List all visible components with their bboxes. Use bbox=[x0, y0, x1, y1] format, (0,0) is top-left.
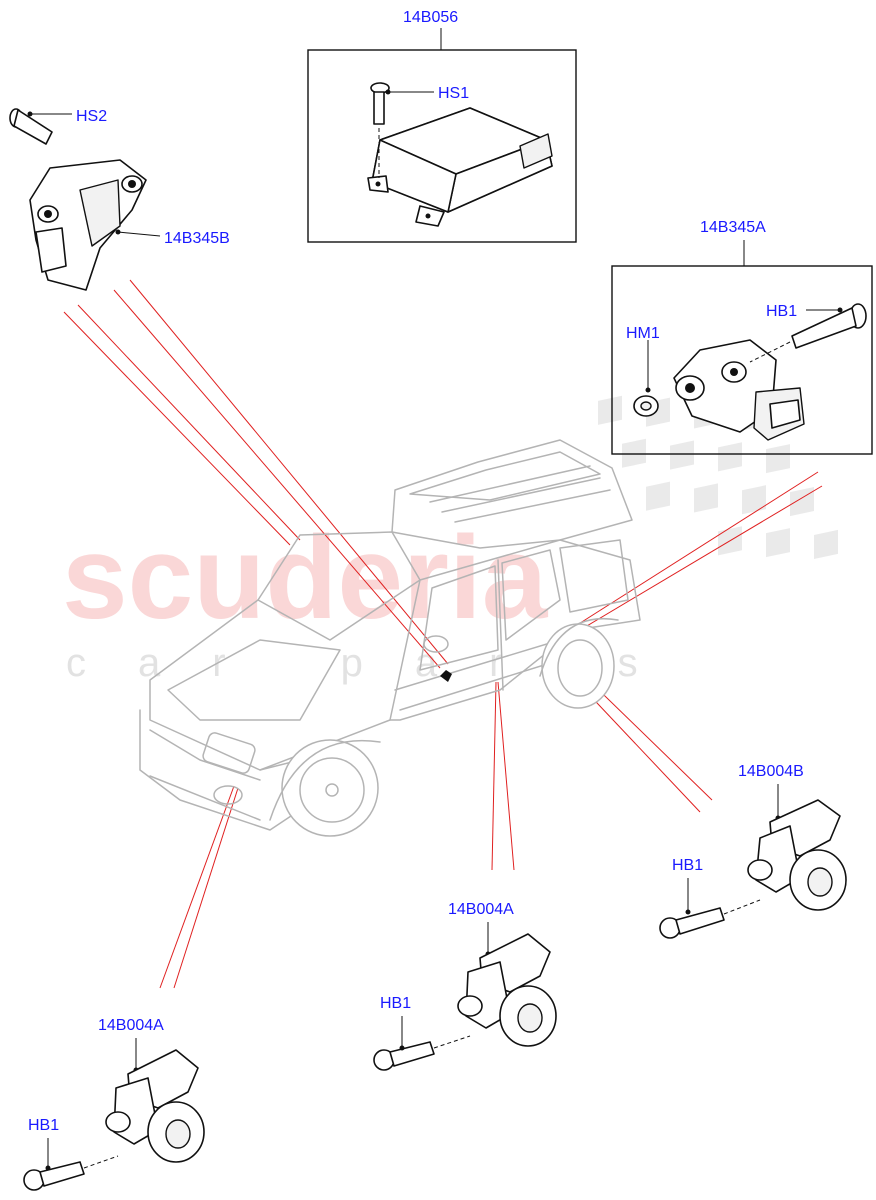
right-nut-label: HM1 bbox=[626, 325, 660, 342]
center-impact-label: 14B004A bbox=[448, 901, 514, 918]
side-impact-sensor-icon bbox=[29, 159, 147, 291]
right-bolt-label: HB1 bbox=[766, 303, 797, 320]
bolt-hb1-icon bbox=[373, 1035, 471, 1071]
pressure-sensor-icon bbox=[673, 339, 805, 441]
sensor-14b345a-group: 14B345A HB1 HM1 bbox=[611, 219, 873, 455]
front-bolt-label: HB1 bbox=[28, 1117, 59, 1134]
impact-sensor-14b004a-center-group: 14B004A HB1 bbox=[373, 901, 557, 1071]
sensor-14b345b-group: HS2 14B345B bbox=[9, 108, 230, 291]
bolt-hb1-icon bbox=[749, 303, 867, 363]
rear-impact-label: 14B004B bbox=[738, 763, 804, 780]
bolt-hs1-icon bbox=[370, 82, 390, 178]
pointer-lines bbox=[63, 279, 823, 989]
bolt-hs2-icon bbox=[9, 108, 53, 145]
right-sensor-callout-box bbox=[611, 265, 873, 455]
module-label: 14B056 bbox=[403, 9, 458, 26]
module-bolt-label: HS1 bbox=[438, 85, 469, 102]
accelerometer-icon bbox=[747, 799, 847, 911]
module-14b056-group: 14B056 HS1 bbox=[307, 9, 577, 243]
impact-sensor-14b004b-group: 14B004B HB1 bbox=[659, 763, 847, 939]
bolt-hb1-icon bbox=[659, 899, 761, 939]
airbag-control-module-icon bbox=[367, 107, 553, 227]
center-bolt-label: HB1 bbox=[380, 995, 411, 1012]
vehicle-outline bbox=[139, 439, 641, 837]
accelerometer-icon bbox=[457, 933, 557, 1047]
left-sensor-label: 14B345B bbox=[164, 230, 230, 247]
bolt-hb1-icon bbox=[23, 1155, 119, 1191]
module-callout-box bbox=[307, 49, 577, 243]
watermark: scuderia car parts bbox=[62, 395, 838, 685]
nut-hm1-icon bbox=[633, 395, 659, 417]
rear-bolt-label: HB1 bbox=[672, 857, 703, 874]
left-bolt-label: HS2 bbox=[76, 108, 107, 125]
impact-sensor-14b004a-front-group: 14B004A HB1 bbox=[23, 1017, 205, 1191]
right-sensor-label: 14B345A bbox=[700, 219, 766, 236]
accelerometer-icon bbox=[105, 1049, 205, 1163]
watermark-brand: scuderia bbox=[62, 512, 549, 644]
front-impact-label: 14B004A bbox=[98, 1017, 164, 1034]
